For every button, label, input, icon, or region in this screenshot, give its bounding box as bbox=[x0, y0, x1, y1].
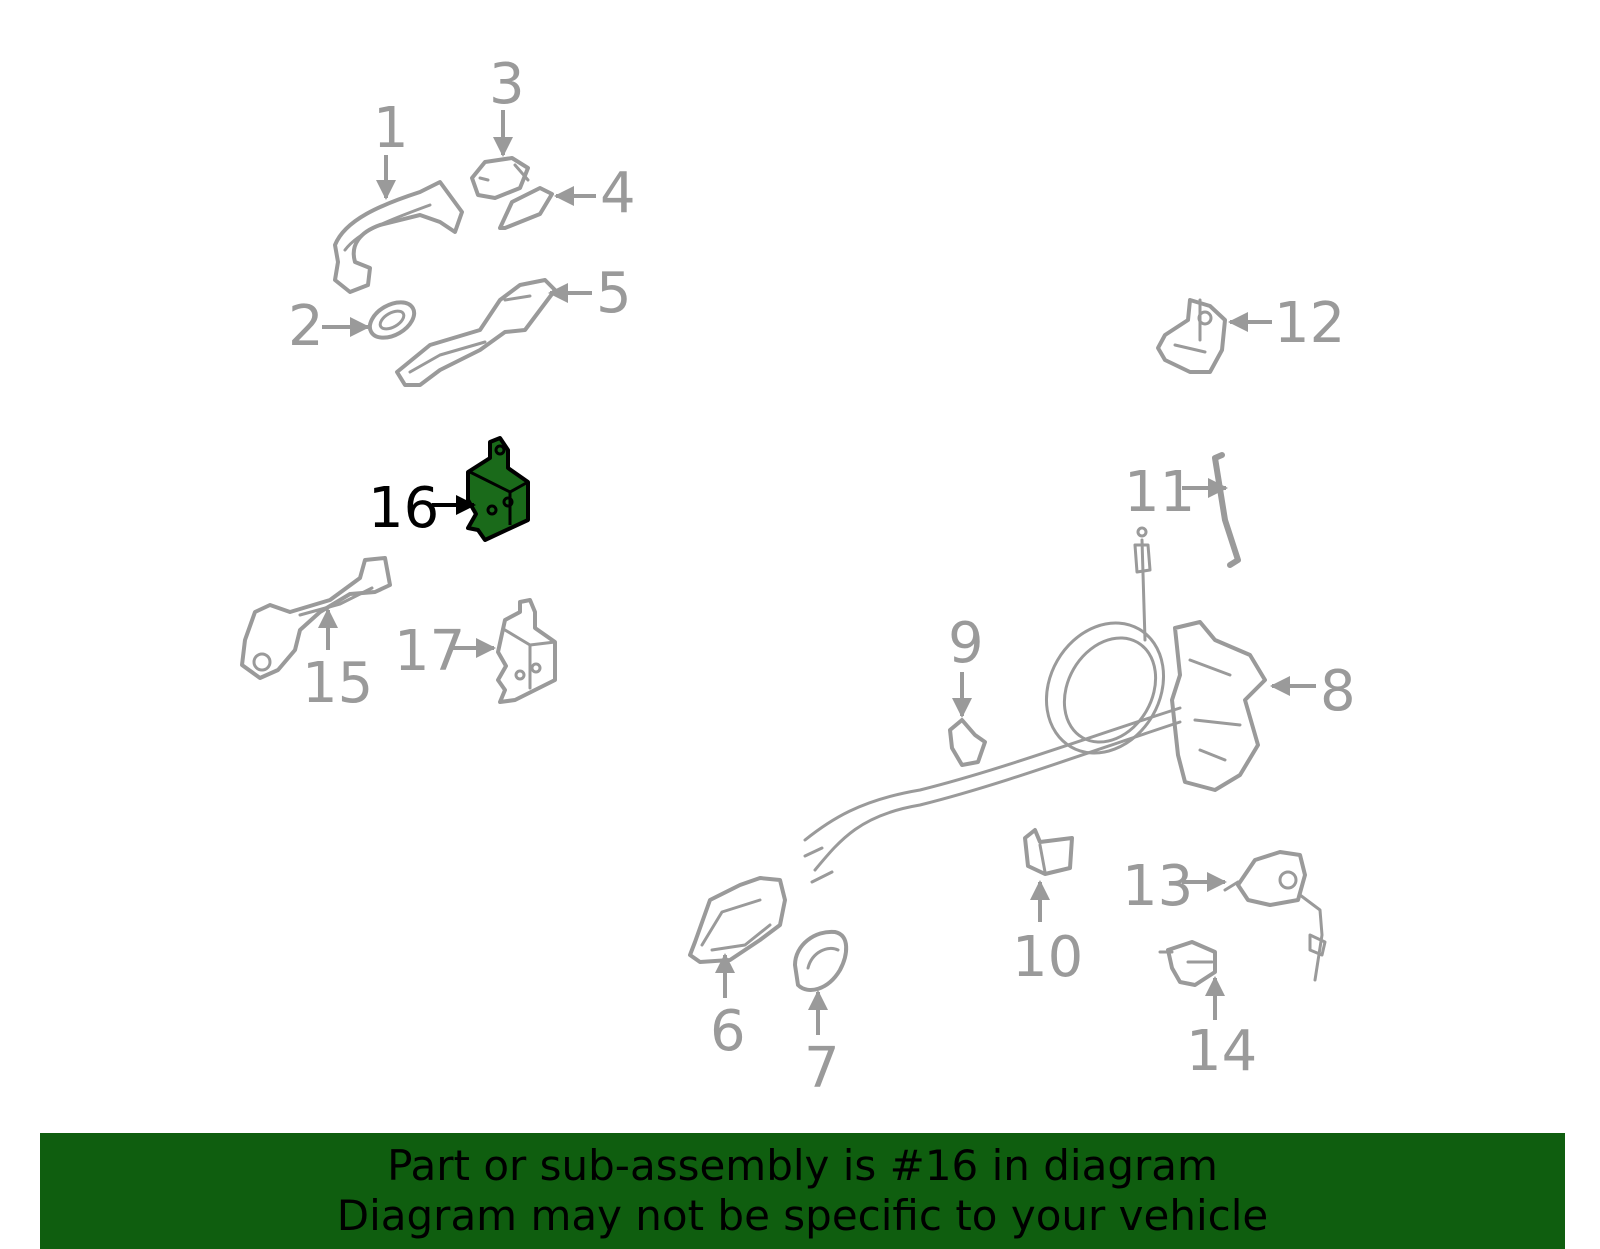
footer-line-2: Diagram may not be specific to your vehi… bbox=[336, 1191, 1269, 1240]
part-6-inside-handle[interactable] bbox=[688, 876, 787, 964]
callout-3: 3 bbox=[489, 52, 525, 117]
callout-4: 4 bbox=[600, 161, 636, 226]
part-11-lock-rod[interactable] bbox=[1212, 452, 1241, 568]
callout-14: 14 bbox=[1186, 1019, 1257, 1084]
callout-8: 8 bbox=[1320, 659, 1356, 724]
part-12-striker[interactable] bbox=[1156, 298, 1227, 374]
callout-17: 17 bbox=[394, 619, 465, 684]
part-3-handle-cap[interactable] bbox=[470, 156, 530, 200]
callout-2: 2 bbox=[288, 294, 324, 359]
part-17-hinge-bracket[interactable] bbox=[496, 598, 557, 704]
part-14-retainer[interactable] bbox=[1158, 940, 1217, 987]
footer-line-1: Part or sub-assembly is #16 in diagram bbox=[387, 1141, 1218, 1190]
leader-lines bbox=[318, 110, 1316, 1035]
part-2-pad[interactable] bbox=[364, 295, 421, 345]
part-7-bezel[interactable] bbox=[793, 929, 849, 992]
callout-11: 11 bbox=[1124, 460, 1195, 525]
callout-12: 12 bbox=[1274, 291, 1345, 356]
callout-9: 9 bbox=[948, 611, 984, 676]
part-1-outside-handle[interactable] bbox=[333, 180, 464, 294]
callout-1: 1 bbox=[373, 96, 409, 161]
part-5-handle-bracket[interactable] bbox=[395, 278, 557, 387]
callout-13: 13 bbox=[1122, 854, 1193, 919]
callout-10: 10 bbox=[1012, 925, 1083, 990]
part-13-lock-cylinder[interactable] bbox=[1223, 850, 1327, 982]
part-9-clip[interactable] bbox=[948, 718, 987, 767]
callout-7: 7 bbox=[804, 1036, 840, 1101]
part-8-door-latch[interactable] bbox=[803, 526, 1267, 884]
callout-15: 15 bbox=[302, 651, 373, 716]
part-4-gasket[interactable] bbox=[498, 186, 554, 230]
callout-16: 16 bbox=[368, 476, 439, 541]
callout-6: 6 bbox=[710, 999, 746, 1064]
callout-5: 5 bbox=[596, 261, 632, 326]
part-16-hinge-bracket[interactable] bbox=[466, 436, 530, 542]
footer-banner: Part or sub-assembly is #16 in diagram D… bbox=[40, 1133, 1565, 1249]
part-15-door-check[interactable] bbox=[240, 556, 392, 680]
part-10-clip[interactable] bbox=[1023, 828, 1074, 876]
